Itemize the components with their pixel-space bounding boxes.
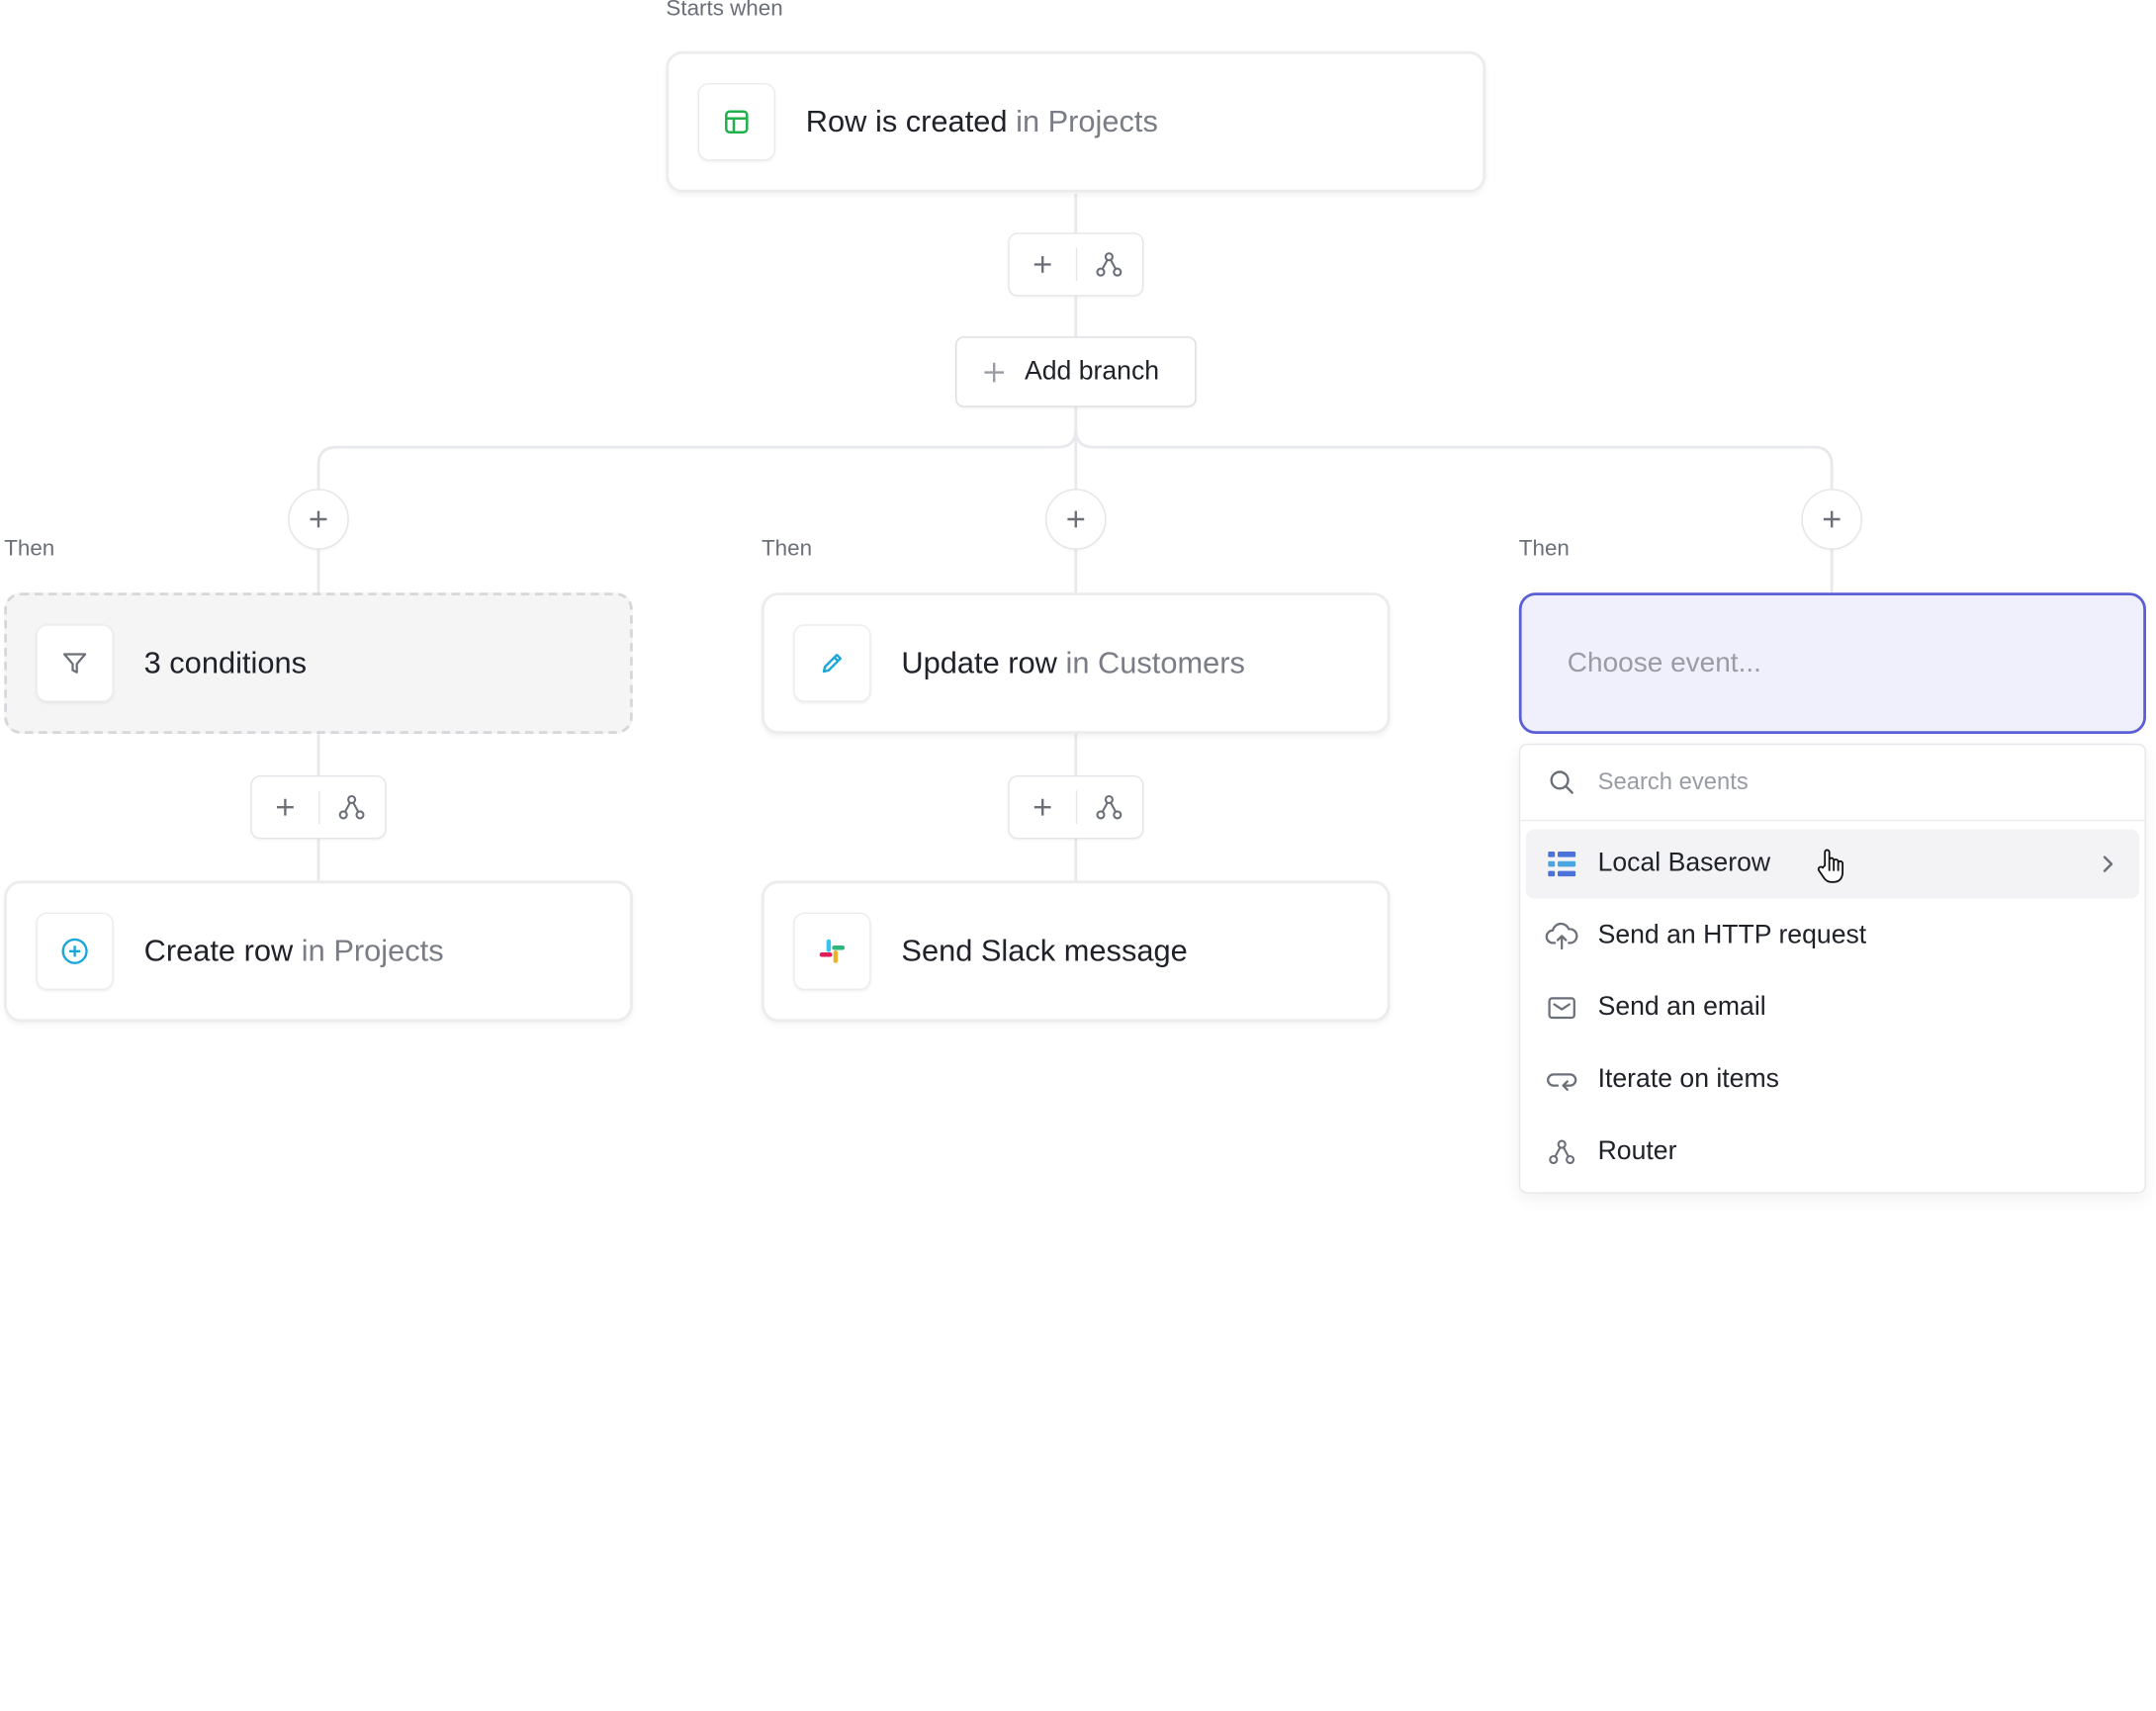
router-icon: [1096, 252, 1123, 277]
event-search[interactable]: Search events: [1520, 745, 2145, 822]
add-router-button[interactable]: [1076, 234, 1142, 296]
add-branch-button[interactable]: Add branch: [955, 336, 1197, 407]
add-step-button[interactable]: [1010, 234, 1076, 296]
filter-icon: [36, 624, 114, 702]
table-icon: [697, 83, 775, 161]
branch-1-label: Then: [4, 537, 55, 561]
choose-event-placeholder: Choose event...: [1567, 647, 1761, 678]
event-dropdown: Search events Local Baserow Send an HTTP…: [1518, 743, 2146, 1194]
event-item-iterate[interactable]: Iterate on items: [1526, 1045, 2139, 1115]
router-icon: [1545, 1138, 1578, 1166]
trigger-node[interactable]: Row is created in Projects: [666, 50, 1486, 193]
chevron-right-icon: [2101, 853, 2114, 874]
conditions-title: 3 conditions: [143, 645, 307, 680]
branch-2-add-button[interactable]: [1045, 489, 1107, 550]
create-row-node[interactable]: Create row in Projects: [4, 880, 633, 1023]
router-icon: [1096, 794, 1123, 820]
update-row-context: in Customers: [1065, 645, 1245, 680]
event-item-http-request[interactable]: Send an HTTP request: [1526, 901, 2139, 970]
slack-node[interactable]: Send Slack message: [762, 880, 1391, 1023]
branch-2-label: Then: [762, 537, 813, 561]
search-input[interactable]: Search events: [1597, 768, 1749, 795]
branch-3-add-button[interactable]: [1801, 489, 1862, 550]
trigger-context: in Projects: [1016, 104, 1158, 138]
loop-icon: [1545, 1066, 1578, 1094]
add-step-button[interactable]: [252, 776, 317, 838]
trigger-title: Row is created in Projects: [806, 104, 1158, 139]
branch-1-add-button[interactable]: [288, 489, 349, 550]
event-item-label: Iterate on items: [1597, 1064, 1779, 1094]
router-icon: [338, 794, 365, 820]
event-item-label: Local Baserow: [1597, 849, 1771, 878]
event-item-label: Send an HTTP request: [1597, 921, 1867, 950]
plus-icon: [310, 510, 327, 528]
add-step-button[interactable]: [1010, 776, 1076, 838]
create-row-title: Create row in Projects: [144, 934, 444, 969]
plus-icon: [1823, 510, 1841, 528]
create-row-context: in Projects: [301, 933, 444, 968]
search-icon: [1548, 768, 1575, 796]
add-router-button[interactable]: [1076, 776, 1142, 838]
update-row-event: Update row: [901, 645, 1057, 680]
trigger-event: Row is created: [805, 104, 1008, 138]
trigger-label: Starts when: [666, 0, 783, 21]
pencil-icon: [793, 624, 871, 702]
branch-1-action-bar: [250, 775, 387, 840]
create-row-event: Create row: [143, 933, 294, 968]
hand-cursor-icon: [1815, 848, 1845, 893]
plus-icon: [1033, 798, 1051, 816]
event-item-label: Send an email: [1597, 992, 1766, 1023]
event-item-send-email[interactable]: Send an email: [1526, 973, 2139, 1042]
plus-icon: [983, 361, 1005, 383]
plus-icon: [1033, 255, 1051, 273]
slack-icon: [793, 912, 871, 990]
update-row-node[interactable]: Update row in Customers: [762, 592, 1391, 734]
conditions-node[interactable]: 3 conditions: [4, 592, 633, 734]
slack-title: Send Slack message: [901, 933, 1188, 968]
update-row-title: Update row in Customers: [901, 645, 1245, 680]
event-item-label: Router: [1597, 1136, 1677, 1166]
plus-icon: [1067, 510, 1085, 528]
baserow-icon: [1545, 852, 1578, 877]
branch-2-action-bar: [1008, 775, 1144, 840]
add-router-button[interactable]: [319, 776, 386, 838]
choose-event-node[interactable]: Choose event...: [1518, 592, 2146, 734]
event-item-router[interactable]: Router: [1526, 1118, 2139, 1187]
plus-circle-icon: [36, 912, 114, 990]
add-branch-label: Add branch: [1025, 356, 1160, 386]
envelope-icon: [1545, 996, 1578, 1021]
branch-3-label: Then: [1518, 537, 1570, 561]
plus-icon: [276, 798, 294, 816]
cloud-upload-icon: [1545, 921, 1578, 951]
trigger-action-bar: [1008, 232, 1144, 297]
